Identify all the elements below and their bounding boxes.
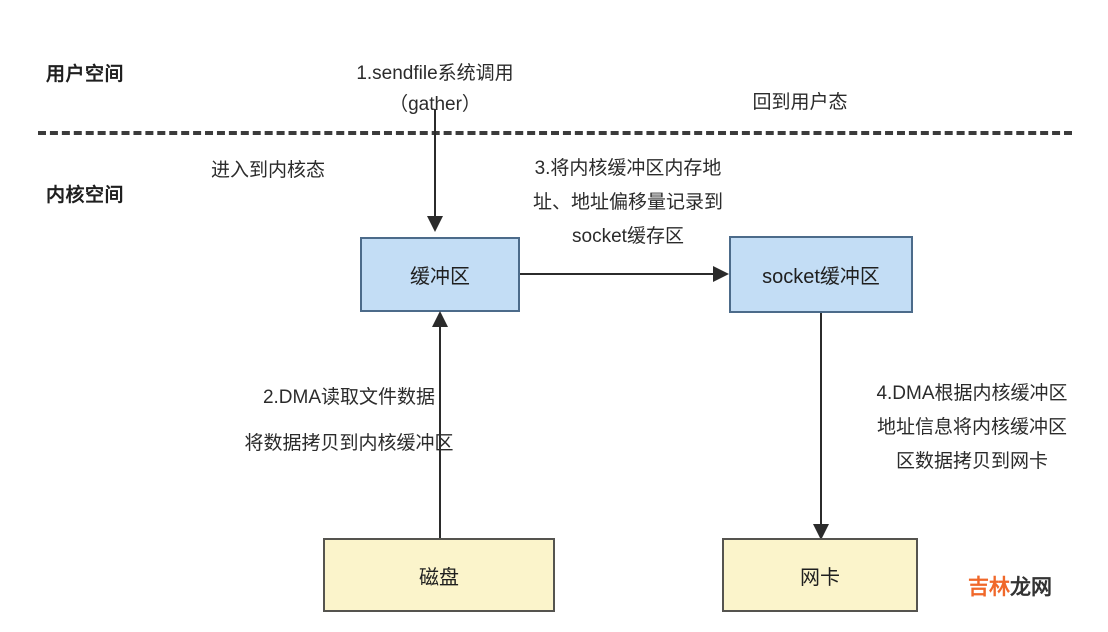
watermark: 吉林龙网 <box>968 571 1052 601</box>
connector-socket-to-nic-line <box>820 313 822 526</box>
box-disk-label: 磁盘 <box>419 566 459 589</box>
user-space-label: 用户空间 <box>46 64 125 85</box>
watermark-part-two: 龙网 <box>1010 576 1052 599</box>
user-kernel-divider <box>38 131 1072 135</box>
connector-syscall-line <box>434 109 436 217</box>
box-disk[interactable]: 磁盘 <box>323 538 555 612</box>
box-kernel-buffer[interactable]: 缓冲区 <box>360 237 520 312</box>
connector-buffer-to-socket-arrowhead <box>713 266 729 282</box>
box-kernel-buffer-label: 缓冲区 <box>410 266 470 288</box>
note-step4: 4.DMA根据内核缓冲区 地址信息将内核缓冲区 区数据拷贝到网卡 <box>876 383 1068 472</box>
box-socket-buffer-label: socket缓冲区 <box>762 266 880 288</box>
box-socket-buffer[interactable]: socket缓冲区 <box>729 236 913 313</box>
note-step2: 2.DMA读取文件数据 将数据拷贝到内核缓冲区 <box>244 387 454 454</box>
note-step1: 1.sendfile系统调用 （gather） <box>356 63 514 115</box>
watermark-part-one: 吉林 <box>968 576 1010 599</box>
note-enter-kernel-mode: 进入到内核态 <box>210 160 325 181</box>
kernel-space-label: 内核空间 <box>46 185 125 206</box>
connector-buffer-to-socket-line <box>520 273 714 275</box>
connector-syscall-arrowhead <box>427 216 443 232</box>
connector-socket-to-nic-arrowhead <box>813 524 829 540</box>
connector-disk-to-buffer-arrowhead <box>432 311 448 327</box>
note-step3: 3.将内核缓冲区内存地 址、地址偏移量记录到 socket缓存区 <box>532 158 723 247</box>
note-return-to-user-mode: 回到用户态 <box>752 92 848 113</box>
connector-disk-to-buffer-line <box>439 326 441 539</box>
box-nic-label: 网卡 <box>800 566 840 589</box>
box-nic[interactable]: 网卡 <box>722 538 918 612</box>
